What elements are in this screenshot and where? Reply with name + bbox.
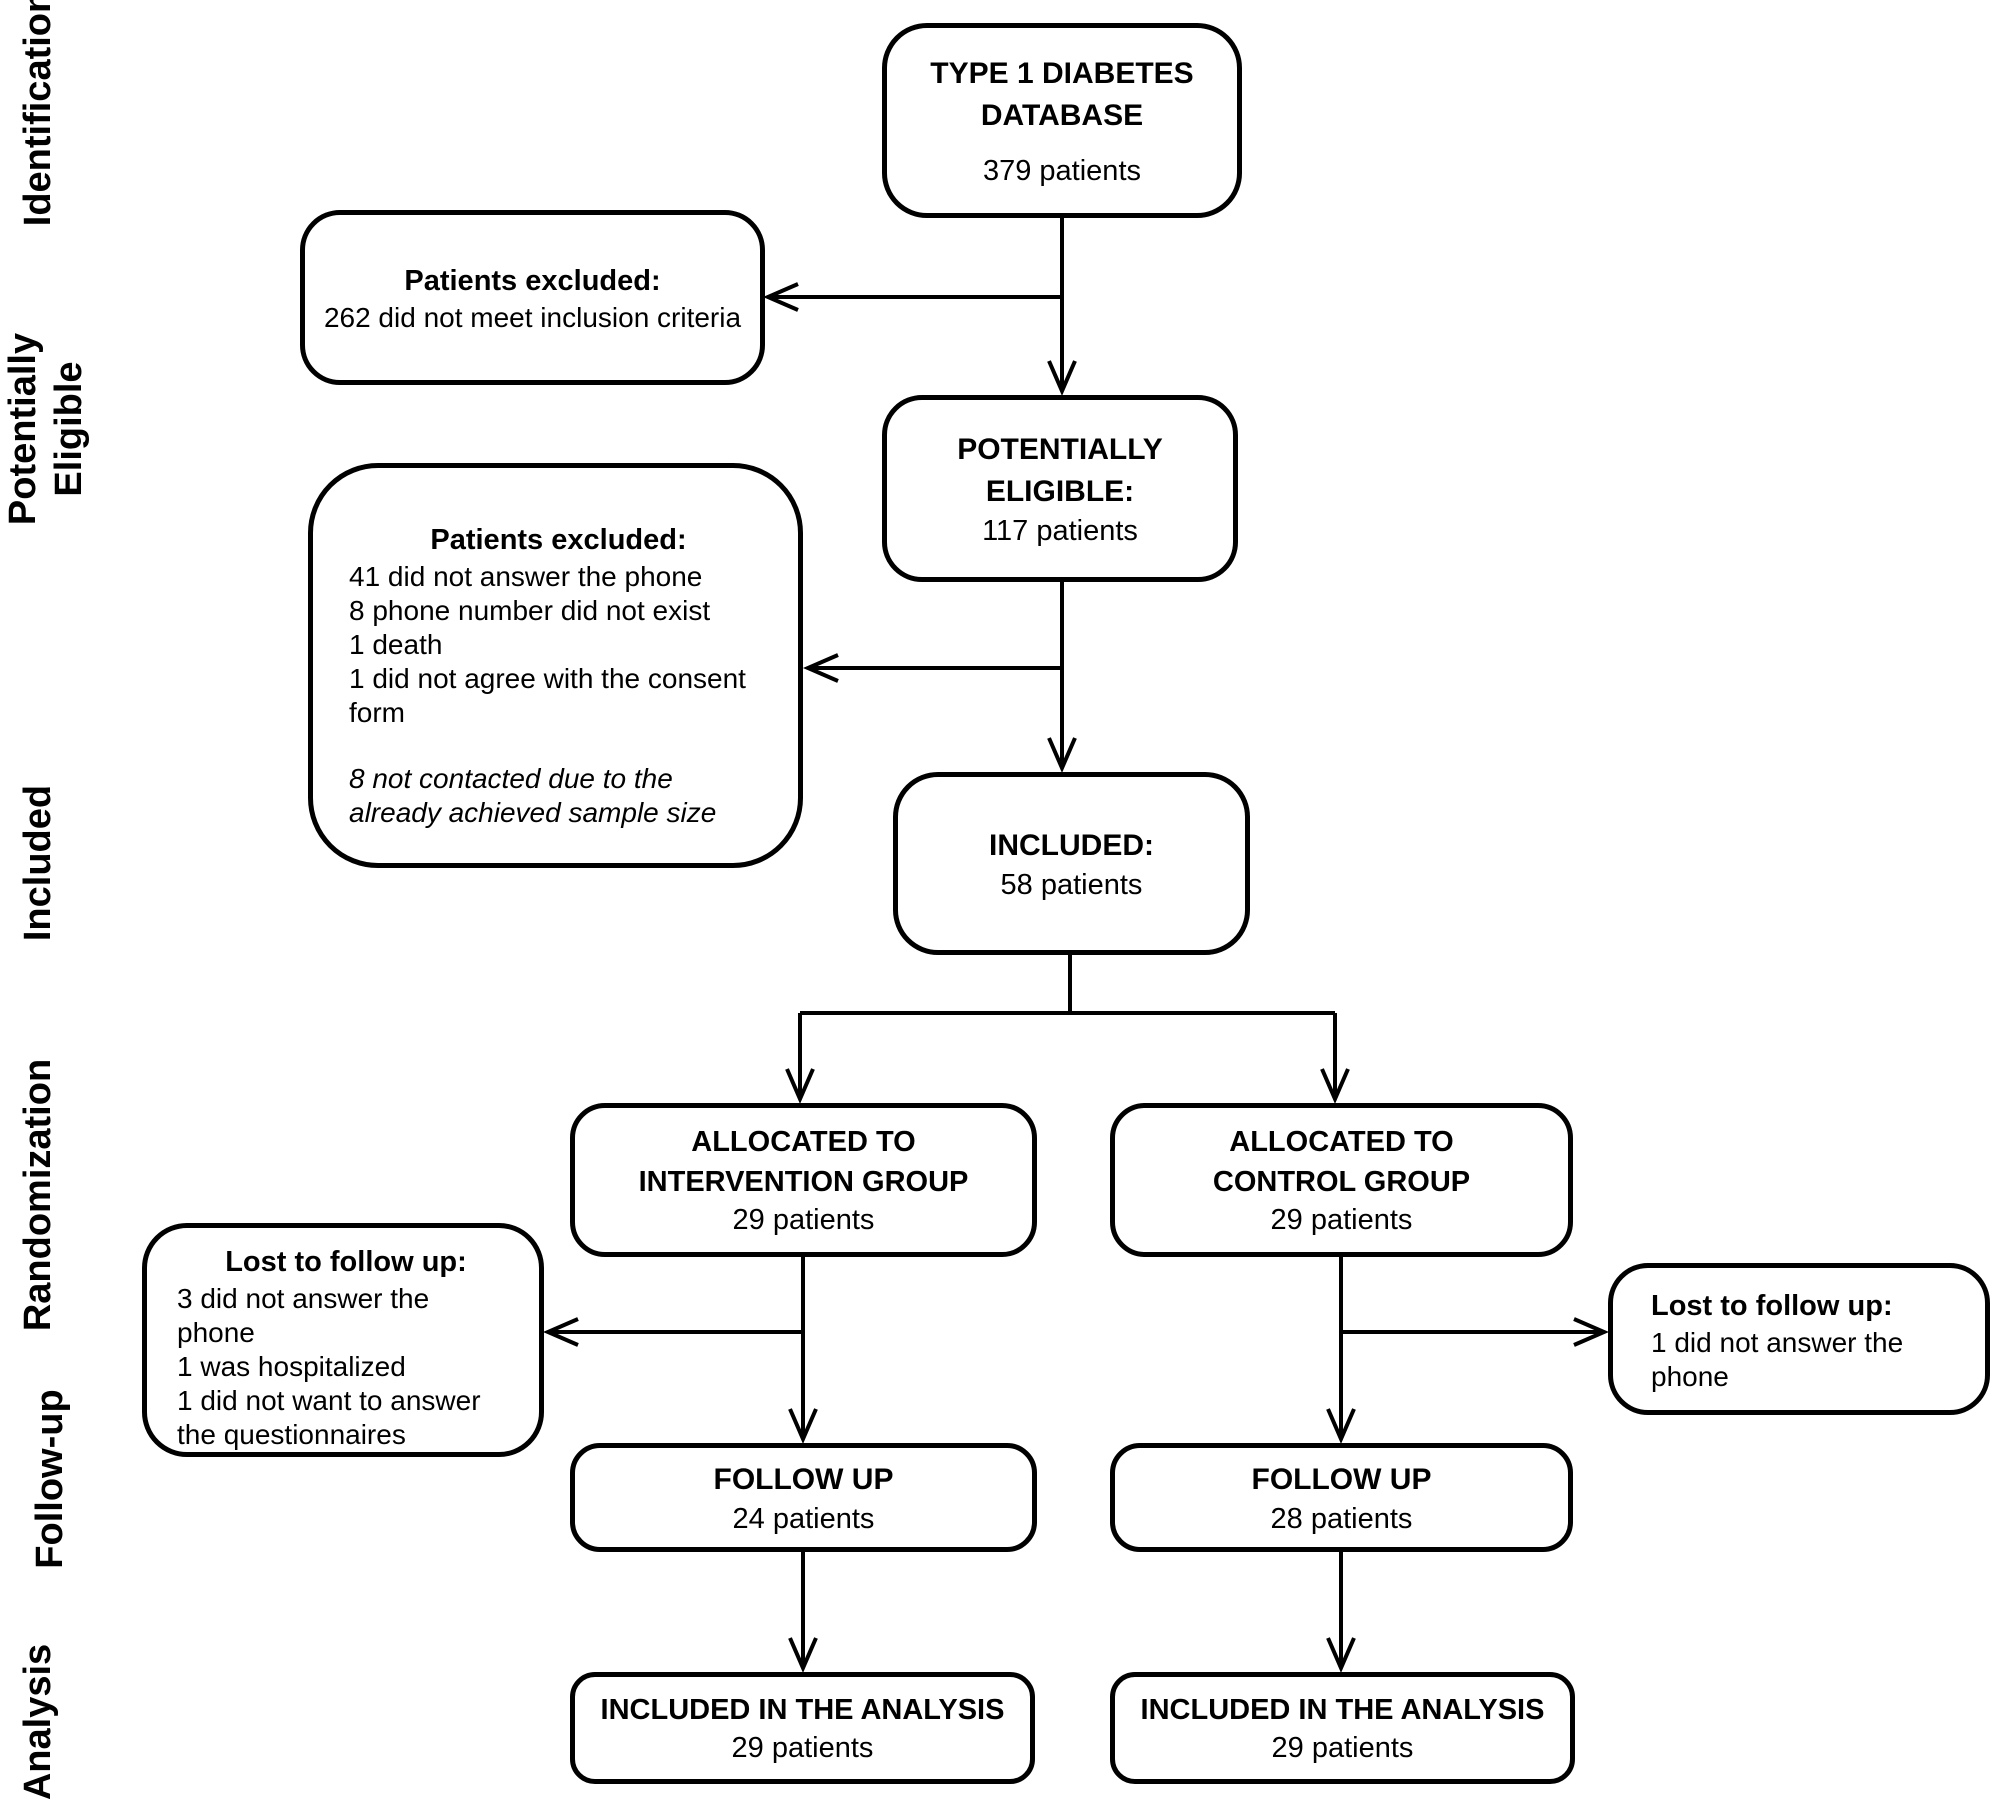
box-followup-control: FOLLOW UP 28 patients — [1110, 1443, 1573, 1552]
included-title: INCLUDED: — [989, 828, 1154, 862]
arrowhead-to-lost-int — [542, 1317, 579, 1347]
box-excluded-identification: Patients excluded: 262 did not meet incl… — [300, 210, 765, 385]
excluded2-line: form — [349, 697, 405, 728]
stage-label-analysis: Analysis — [17, 1643, 59, 1801]
arrowhead-to-excluded1 — [762, 282, 799, 312]
alloc-ctrl-title-line2: CONTROL GROUP — [1212, 1166, 1471, 1198]
arrowhead-ctrl-to-followup — [1326, 1408, 1356, 1445]
box-allocated-control: ALLOCATED TO CONTROL GROUP 29 patients — [1110, 1103, 1573, 1257]
excluded2-title: Patients excluded: — [430, 524, 687, 556]
ana-int-count: 29 patients — [731, 1732, 874, 1764]
lost-int-line: the questionnaires — [177, 1419, 406, 1450]
database-title-line2: DATABASE — [980, 98, 1144, 132]
database-title-line1: TYPE 1 DIABETES — [930, 56, 1194, 90]
fu-int-count: 24 patients — [732, 1502, 875, 1535]
box-included: INCLUDED: 58 patients — [893, 772, 1250, 955]
arrowhead-to-intervention — [785, 1068, 815, 1105]
ana-int-title: INCLUDED IN THE ANALYSIS — [600, 1694, 1005, 1726]
pe-count: 117 patients — [982, 514, 1138, 547]
arrowhead-ctrl-to-analysis — [1326, 1637, 1356, 1674]
box-allocated-intervention: ALLOCATED TO INTERVENTION GROUP 29 patie… — [570, 1103, 1037, 1257]
box-excluded-eligibility: Patients excluded: 41 did not answer the… — [308, 463, 803, 868]
arrowhead-db-to-pe — [1047, 360, 1077, 397]
arrowhead-pe-to-included — [1047, 737, 1077, 774]
excluded2-line: 1 death — [349, 629, 443, 660]
alloc-int-title-line2: INTERVENTION GROUP — [638, 1166, 969, 1198]
box-potentially-eligible: POTENTIALLY ELIGIBLE: 117 patients — [882, 395, 1238, 582]
excluded2-line: 1 did not agree with the consent — [349, 663, 746, 694]
included-count: 58 patients — [1000, 868, 1143, 901]
lost-ctrl-line: phone — [1651, 1361, 1729, 1392]
arrowhead-to-excluded2 — [802, 653, 839, 683]
lost-int-title: Lost to follow up: — [225, 1246, 467, 1278]
fu-int-title: FOLLOW UP — [713, 1462, 894, 1496]
arrowhead-int-to-analysis — [788, 1637, 818, 1674]
box-database: TYPE 1 DIABETES DATABASE 379 patients — [882, 23, 1242, 218]
database-count: 379 patients — [982, 154, 1141, 187]
lost-int-line: phone — [177, 1317, 255, 1348]
pe-title-line2: ELIGIBLE: — [985, 474, 1135, 508]
arrowhead-int-to-followup — [788, 1408, 818, 1445]
lost-int-line: 3 did not answer the — [177, 1283, 430, 1314]
lost-int-line: 1 was hospitalized — [177, 1351, 406, 1382]
box-lost-control: Lost to follow up: 1 did not answer the … — [1608, 1263, 1990, 1415]
box-analysis-intervention: INCLUDED IN THE ANALYSIS 29 patients — [570, 1672, 1035, 1784]
excluded2-line: 8 phone number did not exist — [349, 595, 711, 626]
pe-title-line1: POTENTIALLY — [957, 432, 1163, 466]
ana-ctrl-count: 29 patients — [1271, 1732, 1414, 1764]
arrowhead-to-lost-ctrl — [1573, 1317, 1610, 1347]
lost-ctrl-title: Lost to follow up: — [1651, 1290, 1893, 1322]
alloc-ctrl-count: 29 patients — [1270, 1204, 1413, 1236]
box-followup-intervention: FOLLOW UP 24 patients — [570, 1443, 1037, 1552]
excluded2-line: 41 did not answer the phone — [349, 561, 703, 592]
box-lost-intervention: Lost to follow up: 3 did not answer the … — [142, 1223, 544, 1457]
alloc-ctrl-title-line1: ALLOCATED TO — [1229, 1126, 1454, 1158]
fu-ctrl-count: 28 patients — [1270, 1502, 1413, 1535]
ana-ctrl-title: INCLUDED IN THE ANALYSIS — [1140, 1694, 1545, 1726]
alloc-int-title-line1: ALLOCATED TO — [691, 1126, 916, 1158]
excluded1-title: Patients excluded: — [404, 264, 661, 297]
excluded2-italic-line: 8 not contacted due to the — [349, 763, 673, 794]
excluded2-italic-line: already achieved sample size — [349, 797, 717, 828]
arrowhead-to-control — [1320, 1068, 1350, 1105]
fu-ctrl-title: FOLLOW UP — [1251, 1462, 1432, 1496]
box-analysis-control: INCLUDED IN THE ANALYSIS 29 patients — [1110, 1672, 1575, 1784]
alloc-int-count: 29 patients — [732, 1204, 875, 1236]
lost-int-line: 1 did not want to answer — [177, 1385, 481, 1416]
lost-ctrl-line: 1 did not answer the — [1651, 1327, 1904, 1358]
excluded1-line: 262 did not meet inclusion criteria — [323, 301, 742, 333]
